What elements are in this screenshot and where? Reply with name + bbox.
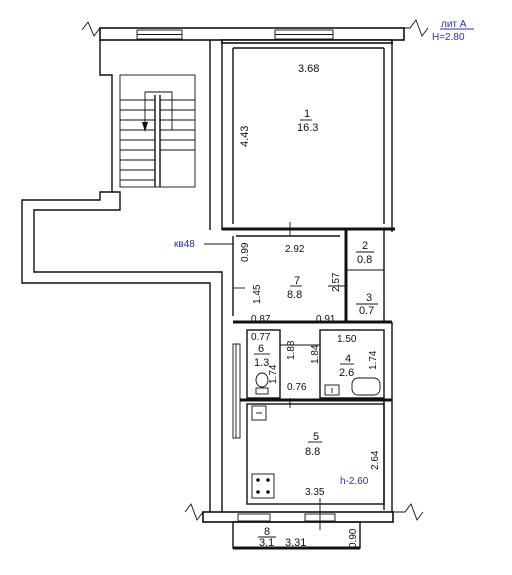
dim-2-64: 2.64 bbox=[370, 450, 381, 470]
dim-2-92: 2.92 bbox=[285, 244, 305, 255]
sink-icon bbox=[324, 384, 340, 396]
liter-label: лит А bbox=[441, 19, 467, 30]
apartment-label: кв48 bbox=[174, 239, 233, 250]
room-7-area: 8.8 bbox=[287, 289, 302, 301]
stair-treads-right bbox=[160, 99, 195, 151]
room-5: 5 8.8 2.64 h-2.60 3.35 bbox=[232, 322, 393, 512]
stair-treads-left bbox=[120, 99, 155, 181]
dim-0-87: 0.87 bbox=[251, 314, 271, 325]
dim-1-88: 1.88 bbox=[286, 340, 297, 360]
room-8-balcony: 8 3.1 3.31 0.90 bbox=[232, 521, 361, 550]
room-7: 2.92 0.99 7 8.8 2.57 1.45 0.87 0.91 bbox=[232, 222, 392, 325]
dim-1-45: 1.45 bbox=[252, 284, 263, 304]
outer-wall-top bbox=[81, 19, 429, 41]
header-note: лит А Н=2.80 bbox=[432, 19, 474, 43]
room-4: 1.50 1.84 4 2.6 1.74 bbox=[310, 329, 385, 399]
dim-3-31: 3.31 bbox=[285, 537, 306, 549]
toilet-icon bbox=[255, 372, 269, 388]
room-1-area: 16.3 bbox=[297, 122, 318, 134]
room-2-number: 2 bbox=[362, 240, 368, 252]
floor-height: Н=2.80 bbox=[432, 32, 465, 43]
dim-1-74-bath: 1.74 bbox=[368, 350, 379, 370]
dim-1-50: 1.50 bbox=[337, 334, 357, 345]
dim-0-91: 0.91 bbox=[316, 314, 336, 325]
apartment-number: кв48 bbox=[174, 239, 195, 250]
room-3-area: 0.7 bbox=[359, 305, 374, 317]
room-1-width: 3.68 bbox=[298, 63, 319, 75]
dim-2-57: 2.57 bbox=[331, 272, 342, 292]
dim-0-77: 0.77 bbox=[251, 332, 271, 343]
room-5-number: 5 bbox=[313, 431, 319, 443]
kitchen-ceiling-height: h-2.60 bbox=[340, 476, 369, 487]
room-3-number: 3 bbox=[366, 292, 372, 304]
dim-1-74-toilet: 1.74 bbox=[268, 364, 279, 384]
room-8-area: 3.1 bbox=[259, 537, 274, 549]
outer-wall-bottom bbox=[184, 498, 424, 530]
room-6: 0.77 6 1.3 1.74 1.88 bbox=[246, 329, 297, 399]
room-2-area: 0.8 bbox=[357, 254, 372, 266]
room-8-number: 8 bbox=[264, 526, 270, 538]
room-5-area: 8.8 bbox=[305, 446, 320, 458]
stove-icon bbox=[251, 473, 275, 499]
dim-0-99: 0.99 bbox=[240, 242, 251, 262]
room-1-number: 1 bbox=[304, 108, 310, 120]
bathtub-icon bbox=[351, 377, 381, 396]
room-3: 3 0.7 bbox=[356, 292, 378, 317]
room-7-number: 7 bbox=[294, 275, 300, 287]
room-2: 2 0.8 bbox=[356, 240, 374, 266]
dim-0-90: 0.90 bbox=[348, 528, 359, 548]
room-1-length: 4.43 bbox=[239, 126, 251, 147]
room-4-area: 2.6 bbox=[339, 367, 354, 379]
stairwell bbox=[21, 40, 223, 520]
dim-0-76: 0.76 bbox=[287, 382, 307, 393]
kitchen-sink-icon bbox=[251, 405, 267, 421]
dim-1-84: 1.84 bbox=[310, 344, 321, 364]
dim-3-35: 3.35 bbox=[305, 487, 325, 498]
room-6-number: 6 bbox=[258, 343, 264, 355]
room-4-number: 4 bbox=[345, 353, 351, 365]
stair-arrow-icon bbox=[142, 122, 148, 132]
room-1: 3.68 1 16.3 4.43 bbox=[221, 39, 395, 232]
room-6-area: 1.3 bbox=[254, 357, 269, 369]
